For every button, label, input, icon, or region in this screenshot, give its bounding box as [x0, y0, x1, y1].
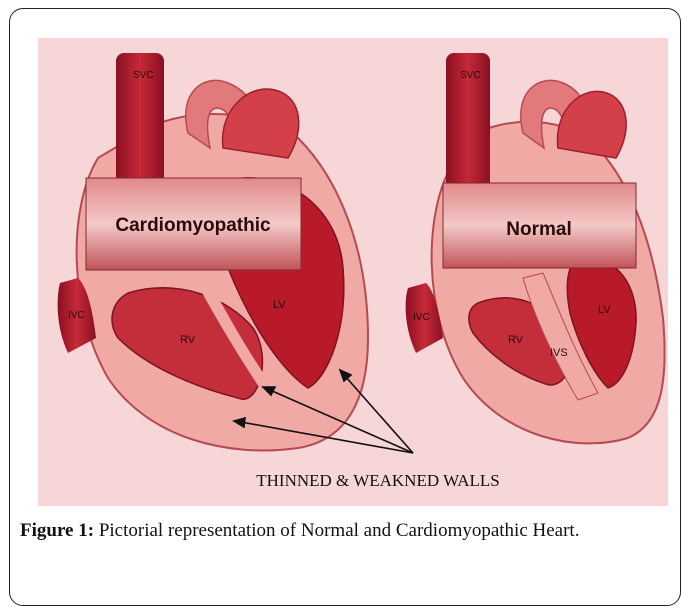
figure-caption: Figure 1: Pictorial representation of No…	[20, 518, 670, 543]
ivs-label-right: IVS	[550, 347, 568, 359]
ivc-label-right: IVC	[413, 312, 430, 323]
thinned-walls-annotation: THINNED & WEAKNED WALLS	[256, 471, 499, 490]
lv-label-right: LV	[598, 304, 611, 316]
svc-label-left: SVC	[133, 70, 154, 81]
heart-diagram: Cardiomyopathic SVC IVC RV LV Normal SVC…	[38, 38, 668, 506]
svc-label-right: SVC	[460, 70, 481, 81]
rv-label-right: RV	[508, 334, 524, 346]
lv-label-left: LV	[273, 299, 286, 311]
cardiomyopathic-label: Cardiomyopathic	[115, 215, 271, 236]
ivc-label-left: IVC	[68, 310, 85, 321]
normal-label: Normal	[506, 219, 571, 240]
figure-caption-text: Pictorial representation of Normal and C…	[94, 520, 579, 541]
rv-label-left: RV	[180, 334, 196, 346]
figure-caption-label: Figure 1:	[20, 520, 94, 541]
